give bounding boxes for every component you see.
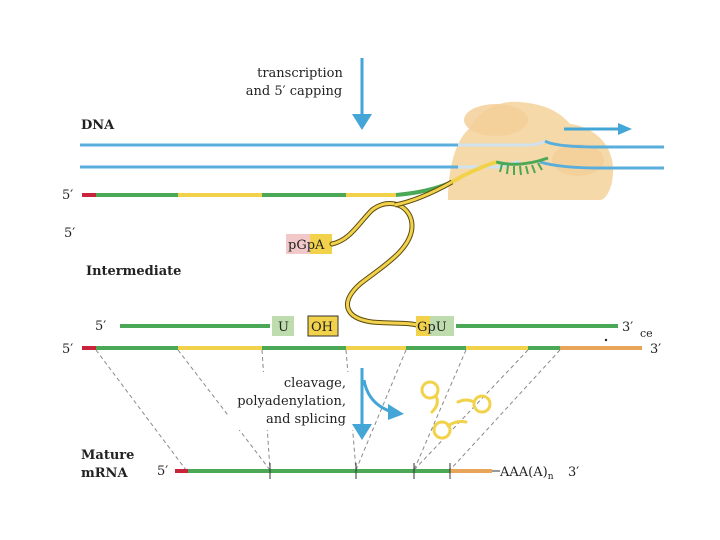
oh-box	[307, 315, 339, 337]
rna-dna-hybrid-icon	[495, 156, 549, 176]
processing-label-line3: and splicing	[266, 412, 346, 427]
processing-label-line1: cleavage,	[284, 376, 346, 391]
mature-label-line2: mRNA	[81, 466, 128, 481]
processing-caption-bg	[228, 372, 354, 430]
fragment-text: ce	[640, 327, 653, 340]
dna-transcript-5prime-label: 5′	[62, 188, 73, 203]
transcription-label-line1: transcription	[257, 66, 343, 81]
pa-cap-box	[310, 234, 332, 254]
cap-box-label: pGpA	[288, 238, 325, 253]
gene-5prime-label: 5′	[62, 342, 73, 357]
intermediate-label: Intermediate	[86, 264, 181, 279]
down-arrow-icon	[352, 58, 372, 130]
transcription-label-line2: and 5′ capping	[246, 84, 342, 99]
mature-3prime-label: 3′	[568, 465, 579, 480]
dna-label: DNA	[81, 118, 115, 133]
dot-mark	[604, 338, 608, 342]
u-box	[272, 316, 294, 336]
excised-intron-strand	[329, 179, 454, 329]
right-arrow-icon	[564, 123, 632, 135]
curved-arrow-icon	[362, 379, 404, 420]
g-box	[416, 316, 430, 336]
intermediate-3prime-label: 3′	[622, 320, 633, 335]
mature-5prime-label: 5′	[157, 464, 168, 479]
exon-junction-ticks	[269, 463, 451, 479]
gpu-box-label: GpU	[417, 320, 447, 335]
processing-label-line2: polyadenylation,	[237, 394, 346, 409]
intermediate-5prime-label: 5′	[64, 226, 75, 241]
pg-cap-box	[286, 234, 310, 254]
polya-tail-label: AAA(A)n	[499, 465, 554, 482]
oh-box-label: OH	[311, 320, 333, 335]
gene-3prime-label: 3′	[650, 342, 661, 357]
lariat-icon	[420, 380, 492, 440]
dna-top-strand	[80, 139, 664, 149]
u-box-label: U	[278, 320, 289, 335]
mature-label-line1: Mature	[81, 448, 134, 463]
rna-polymerase-shape	[448, 101, 614, 200]
splice-mapping-lines	[95, 349, 561, 471]
pu-box	[430, 316, 454, 336]
down-arrow-icon	[352, 368, 372, 440]
intermediate-line-5prime-label: 5′	[95, 319, 106, 334]
